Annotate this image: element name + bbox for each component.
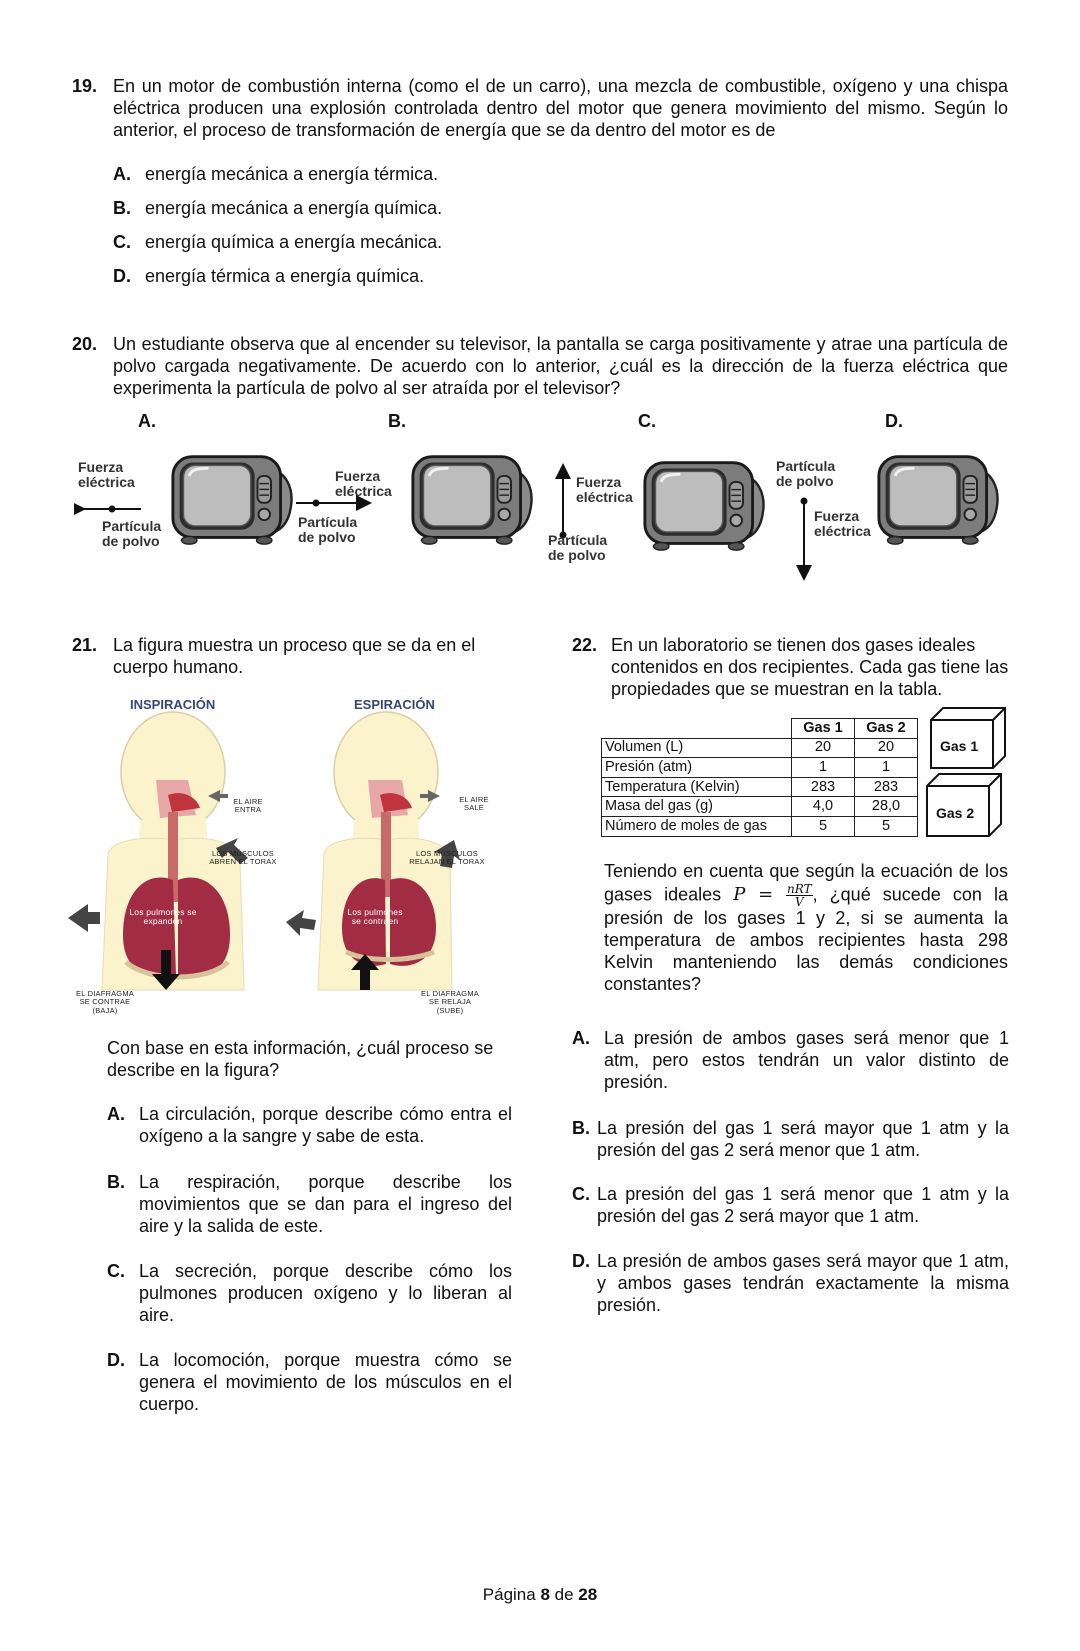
figure-d-arrow [796,497,812,581]
page-footer: Página 8 de 28 [482,1585,598,1604]
option-letter: B. [113,198,131,218]
option-text: energía térmica a energía química. [145,266,425,286]
figure-c-particle-label: Partícula de polvo [548,532,608,564]
q22-option-c[interactable]: C. La presión del gas 1 será menor que 1… [572,1184,1009,1228]
label-lungs-expand: Los pulmones se expanden [129,907,197,927]
figure-b-letter[interactable]: B. [388,411,406,431]
option-text: La locomoción, porque muestra cómo se ge… [139,1350,512,1414]
option-letter: A. [572,1028,590,1048]
gas-1-label: Gas 1 [940,738,979,754]
q20-figures: A. Fuerza eléctrica Partícula de polvo B… [70,411,1020,581]
label-air-in: EL AIRE ENTRA [233,797,263,815]
q19-option-c[interactable]: C. energía química a energía mecánica. [113,232,442,254]
question-21-number: 21. [72,635,98,655]
figure-d-particle-label: Partícula de polvo [776,458,836,490]
figure-d-letter[interactable]: D. [885,411,903,431]
label-muscles-relax: LOS MÚSCULOS RELAJAN EL TORAX [409,849,485,867]
question-21-text: La figura muestra un proceso que se da e… [113,635,476,677]
q21-option-a[interactable]: A. La circulación, porque describe cómo … [107,1104,512,1148]
figure-c-arrow [555,463,571,539]
label-diaphragm-relax: EL DIAFRAGMA SE RELAJA (SUBE) [421,989,479,1015]
figure-a-particle-label: Partícula de polvo [102,518,162,550]
option-text: La presión del gas 1 será mayor que 1 at… [597,1118,1009,1160]
q21-option-c[interactable]: C. La secreción, porque describe cómo lo… [107,1261,512,1327]
figure-c-letter[interactable]: C. [638,411,656,431]
table-row: Masa del gas (g) 4,0 28,0 [601,796,918,817]
q22-option-a[interactable]: A. La presión de ambos gases será menor … [572,1028,1009,1094]
breathing-figure: INSPIRACIÓN ESPIRACIÓN EL AIRE ENTRA EL … [68,697,518,1030]
gas-properties-table: Gas 1 Gas 2 Volumen (L) 20 20 Presión (a… [601,718,918,837]
current-page: 8 [540,1585,550,1604]
option-letter: C. [107,1261,125,1281]
option-text: energía mecánica a energía térmica. [145,164,439,184]
question-19-number: 19. [72,76,98,96]
figure-d-tv [876,449,1001,549]
figure-a-arrow [74,501,141,517]
figure-a-force-label: Fuerza eléctrica [78,459,135,491]
figure-b-force-label: Fuerza eléctrica [335,468,392,500]
option-text: La presión de ambos gases será menor que… [604,1028,1009,1092]
question-22-text: En un laboratorio se tienen dos gases id… [611,635,1009,699]
q21-option-d[interactable]: D. La locomoción, porque muestra cómo se… [107,1350,512,1416]
question-22-body: Teniendo en cuenta que según la ecuación… [604,861,1008,994]
q19-option-a[interactable]: A. energía mecánica a energía térmica. [113,164,438,186]
expiration-title: ESPIRACIÓN [354,697,435,712]
option-text: La respiración, porque describe los movi… [139,1172,512,1236]
option-letter: A. [107,1104,125,1124]
total-pages: 28 [578,1585,598,1604]
table-row: Presión (atm) 1 1 [601,757,918,778]
option-text: La circulación, porque describe cómo ent… [139,1104,512,1146]
option-text: La secreción, porque describe cómo los p… [139,1261,512,1325]
q22-option-d[interactable]: D. La presión de ambos gases será mayor … [572,1251,1009,1317]
gas-2-container [926,773,1002,837]
figure-c-tv [642,455,767,555]
gas-2-label: Gas 2 [936,805,975,821]
figure-b-tv [410,449,535,549]
inspiration-title: INSPIRACIÓN [130,697,216,712]
gas-1-container [930,707,1006,769]
option-letter: C. [113,232,131,252]
option-text: La presión del gas 1 será menor que 1 at… [597,1184,1009,1226]
figure-a-tv [170,449,295,549]
table-row: Temperatura (Kelvin) 283 283 [601,776,918,798]
option-letter: B. [572,1118,590,1138]
table-header: Gas 2 [854,718,918,739]
option-letter: A. [113,164,131,184]
q21-option-b[interactable]: B. La respiración, porque describe los m… [107,1172,512,1238]
option-letter: D. [572,1251,590,1271]
label-muscles-open: LOS MÚSCULOS ABREN EL TORAX [209,849,277,867]
option-text: energía química a energía mecánica. [145,232,443,252]
q19-option-b[interactable]: B. energía mecánica a energía química. [113,198,442,220]
label-lungs-contract: Los pulmones se contraen [347,907,403,927]
table-row: Número de moles de gas 5 5 [601,815,918,837]
q19-option-d[interactable]: D. energía térmica a energía química. [113,266,424,288]
q22-option-b[interactable]: B. La presión del gas 1 será mayor que 1… [572,1118,1009,1162]
label-diaphragm-contract: EL DIAFRAGMA SE CONTRAE (BAJA) [76,989,134,1015]
table-header: Gas 1 [791,718,855,739]
question-21-prompt: Con base en esta información, ¿cuál proc… [107,1038,494,1080]
option-letter: B. [107,1172,125,1192]
figure-c-force-label: Fuerza eléctrica [576,474,633,506]
figure-a-letter[interactable]: A. [138,411,156,431]
option-letter: D. [107,1350,125,1370]
figure-b-arrow [296,495,372,511]
option-letter: C. [572,1184,590,1204]
figure-d-force-label: Fuerza eléctrica [814,508,871,540]
label-air-out: EL AIRE SALE [459,795,489,813]
figure-b-particle-label: Partícula de polvo [298,514,358,546]
question-20-number: 20. [72,334,98,354]
question-19-text: En un motor de combustión interna (como … [113,76,1008,140]
breathing-illustration [68,711,460,991]
option-text: energía mecánica a energía química. [145,198,443,218]
option-letter: D. [113,266,131,286]
table-row: Volumen (L) 20 20 [601,737,918,759]
option-text: La presión de ambos gases será mayor que… [597,1251,1009,1315]
question-22-number: 22. [572,635,598,655]
question-20-text: Un estudiante observa que al encender su… [113,334,1008,398]
